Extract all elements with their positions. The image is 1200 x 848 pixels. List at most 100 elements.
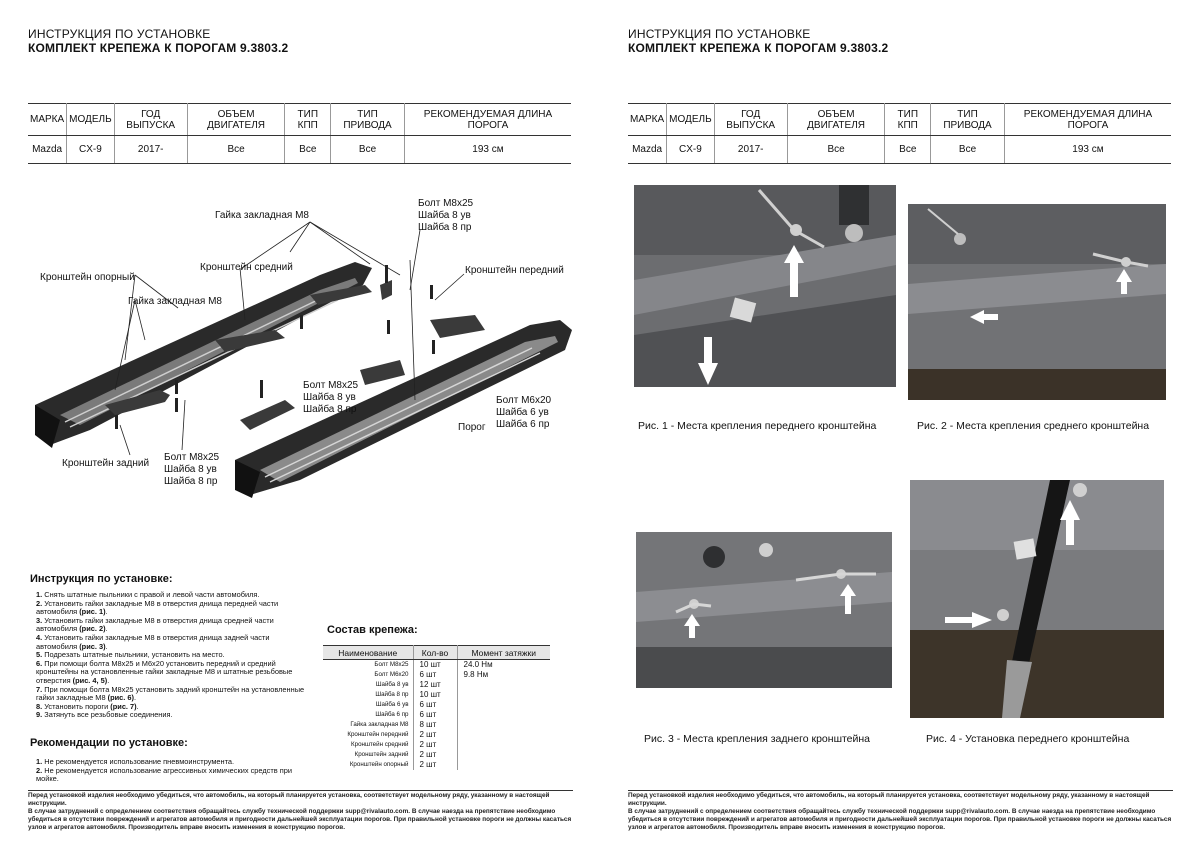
step-number: 4. bbox=[36, 632, 43, 642]
spec-header: РЕКОМЕНДУЕМАЯ ДЛИНА ПОРОГА bbox=[404, 103, 571, 136]
photo-front-bracket-install bbox=[910, 480, 1164, 718]
label-bolt-mid-1: Болт М8х25 bbox=[303, 380, 359, 391]
fastener-name: Шайба 6 пр bbox=[323, 710, 414, 720]
fastener-qty: 2 шт bbox=[413, 760, 458, 770]
spec-cell: Все bbox=[330, 135, 405, 164]
arrow-up-icon bbox=[784, 245, 804, 297]
step-number: 6. bbox=[36, 658, 43, 668]
step-text: Установить гайки закладные М8 в отверсти… bbox=[36, 615, 274, 634]
recommendation-item: 2. Не рекомендуется использование агресс… bbox=[36, 766, 306, 784]
spec-cell: 2017- bbox=[714, 135, 788, 164]
spec-header: ТИП ПРИВОДА bbox=[330, 103, 405, 136]
label-front-bracket: Кронштейн передний bbox=[465, 265, 564, 276]
fasteners-table: Наименование Кол-во Момент затяжки Болт … bbox=[323, 645, 550, 770]
photo-1-illustration bbox=[634, 185, 896, 387]
step-number: 8. bbox=[36, 701, 43, 711]
label-bolt-m6-1: Болт М6х20 bbox=[496, 395, 552, 406]
spec-cell: CX-9 bbox=[666, 135, 715, 164]
instruction-step: 4. Установить гайки закладные М8 в отвер… bbox=[36, 632, 306, 651]
fastener-name: Болт М6х20 bbox=[323, 670, 414, 680]
fastener-torque: 9.8 Нм bbox=[463, 670, 489, 679]
fastener-torque bbox=[457, 750, 550, 760]
assembly-diagram: Гайка закладная М8 Болт М8х25 Шайба 8 ув… bbox=[20, 190, 580, 510]
instructions-list: 1. Снять штатные пыльники с правой и лев… bbox=[36, 590, 306, 720]
spec-header: МОДЕЛЬ bbox=[66, 103, 115, 136]
left-page: ИНСТРУКЦИЯ ПО УСТАНОВКЕ КОМПЛЕКТ КРЕПЕЖА… bbox=[20, 27, 580, 831]
arrow-up-icon bbox=[684, 614, 700, 638]
photo-middle-mount-points bbox=[908, 204, 1166, 400]
label-step: Порог bbox=[458, 422, 486, 433]
spec-header: ТИП КПП bbox=[884, 103, 932, 136]
step-end: . bbox=[105, 624, 108, 634]
fastener-torque bbox=[457, 710, 550, 720]
instruction-step: 8. Установить пороги (рис. 7). bbox=[36, 701, 306, 712]
fastener-torque bbox=[457, 730, 550, 740]
label-bolt-m6-3: Шайба 6 пр bbox=[496, 419, 550, 430]
step-number: 9. bbox=[36, 710, 43, 720]
step-text: Подрезать штатные пыльники, установить н… bbox=[44, 650, 225, 660]
label-middle-bracket: Кронштейн средний bbox=[200, 262, 293, 273]
fastener-name: Гайка закладная М8 bbox=[323, 720, 414, 730]
footer-line: В случае затруднений с определением соот… bbox=[28, 808, 572, 831]
spec-table: МАРКА МОДЕЛЬ ГОД ВЫПУСКА ОБЪЕМ ДВИГАТЕЛЯ… bbox=[628, 103, 1171, 164]
fastener-qty: 2 шт bbox=[413, 740, 458, 750]
photo-front-mount-points bbox=[634, 185, 896, 387]
photo-2-illustration bbox=[908, 204, 1166, 400]
fasteners-header: Кол-во bbox=[413, 645, 458, 660]
recommendations-list: 1. Не рекомендуется использование пневмо… bbox=[36, 757, 306, 784]
step-end: . bbox=[136, 701, 139, 711]
fastener-torque bbox=[457, 720, 550, 730]
label-bolt-top-1: Болт М8х25 bbox=[418, 198, 474, 209]
spec-header: ТИП ПРИВОДА bbox=[930, 103, 1005, 136]
step-number: 7. bbox=[36, 684, 43, 694]
fastener-torque bbox=[457, 700, 550, 710]
step-text: При помощи болта М8х25 и М6х20 установит… bbox=[36, 658, 293, 685]
label-bolt-mid-2: Шайба 8 ув bbox=[303, 392, 356, 403]
step-number: 5. bbox=[36, 650, 43, 660]
spec-cell: 2017- bbox=[114, 135, 188, 164]
arrow-down-icon bbox=[698, 337, 718, 385]
photo-3-caption: Рис. 3 - Места крепления заднего кронште… bbox=[644, 733, 871, 745]
fastener-qty: 10 шт bbox=[413, 659, 458, 670]
fastener-name: Шайба 8 ув bbox=[323, 680, 414, 690]
label-bolt-m6-2: Шайба 6 ув bbox=[496, 407, 549, 418]
fastener-qty: 6 шт bbox=[413, 710, 458, 720]
step-end: . bbox=[107, 675, 110, 685]
rec-text: Не рекомендуется использование пневмоинс… bbox=[44, 757, 235, 766]
step-text: Установить гайки закладные М8 в отверсти… bbox=[36, 598, 279, 617]
spec-header: ТИП КПП bbox=[284, 103, 332, 136]
table-row: Mazda CX-9 2017- Все Все Все 193 см bbox=[28, 135, 571, 164]
step-figure-ref: (рис. 4, 5) bbox=[72, 675, 108, 685]
spec-cell: Все bbox=[187, 135, 286, 164]
arrow-up-icon bbox=[840, 584, 856, 614]
page-title: ИНСТРУКЦИЯ ПО УСТАНОВКЕ bbox=[628, 27, 811, 41]
photo-4-illustration bbox=[910, 480, 1164, 718]
label-bolt-top-3: Шайба 8 пр bbox=[418, 222, 472, 233]
spec-header: МАРКА bbox=[628, 103, 668, 136]
fastener-torque bbox=[457, 690, 550, 700]
instruction-step: 3. Установить гайки закладные М8 в отвер… bbox=[36, 615, 306, 634]
fastener-qty: 2 шт bbox=[413, 750, 458, 760]
arrow-up-icon bbox=[1116, 269, 1132, 294]
label-bolt-top-2: Шайба 8 ув bbox=[418, 210, 471, 221]
rec-number: 1. bbox=[36, 757, 43, 766]
spec-cell: Все bbox=[930, 135, 1005, 164]
spec-table: МАРКА МОДЕЛЬ ГОД ВЫПУСКА ОБЪЕМ ДВИГАТЕЛЯ… bbox=[28, 103, 571, 164]
fastener-name: Кронштейн передний bbox=[323, 730, 414, 740]
fastener-name: Кронштейн опорный bbox=[323, 760, 414, 770]
fastener-qty: 6 шт bbox=[413, 700, 458, 710]
spec-header: РЕКОМЕНДУЕМАЯ ДЛИНА ПОРОГА bbox=[1004, 103, 1171, 136]
page-subtitle: КОМПЛЕКТ КРЕПЕЖА К ПОРОГАМ 9.3803.2 bbox=[628, 41, 889, 55]
recommendations-title: Рекомендации по установке: bbox=[30, 737, 188, 749]
spec-cell: 193 см bbox=[404, 135, 571, 164]
recommendation-item: 1. Не рекомендуется использование пневмо… bbox=[36, 757, 306, 767]
spec-header: ГОД ВЫПУСКА bbox=[714, 103, 788, 136]
label-bolt-rear-1: Болт М8х25 bbox=[164, 452, 220, 463]
